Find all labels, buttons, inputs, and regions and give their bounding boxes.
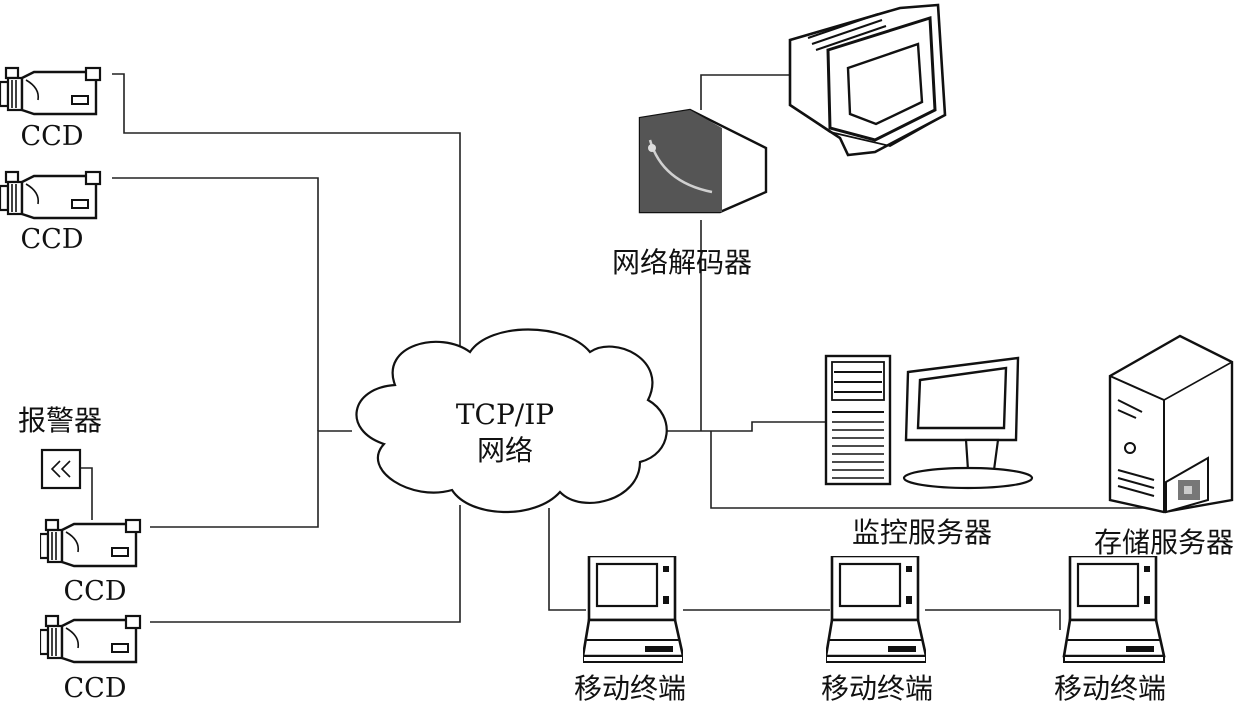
camera-icon — [0, 170, 102, 220]
display-monitor — [788, 3, 947, 157]
camera-icon — [40, 518, 142, 568]
connection-lines — [80, 73, 1166, 630]
link-alarm-ccd3 — [80, 467, 93, 520]
mobile-terminal-2-label: 移动终端 — [821, 672, 933, 704]
mobile-terminal-3: 移动终端 — [1054, 556, 1166, 704]
ccd-camera-1-label: CCD — [21, 121, 84, 152]
ccd-camera-1: CCD — [0, 66, 102, 152]
network-label-line2: 网络 — [477, 434, 533, 467]
link-mobile-network — [548, 508, 586, 611]
mobile-terminal-1: 移动终端 — [574, 556, 686, 704]
ccd-camera-4: CCD — [40, 614, 142, 704]
link-storage — [710, 431, 1166, 509]
link-mobile-2-3 — [925, 609, 1061, 630]
camera-icon — [0, 66, 102, 116]
network-decoder: 网络解码器 — [612, 108, 768, 279]
alarm-icon — [40, 448, 82, 490]
laptop-icon — [583, 556, 683, 664]
ccd-camera-2: CCD — [0, 170, 102, 255]
link-ccd2 — [112, 177, 319, 431]
alarm-device: 报警器 — [18, 404, 102, 490]
lcd-monitor-icon — [902, 356, 1034, 490]
mobile-terminal-2: 移动终端 — [821, 556, 933, 704]
monitoring-server-label: 监控服务器 — [852, 516, 992, 549]
link-backbone — [660, 421, 826, 432]
ccd-camera-3-label: CCD — [64, 576, 127, 607]
laptop-icon — [826, 556, 926, 664]
cloud-shape — [355, 328, 668, 514]
storage-server: 存储服务器 — [1094, 334, 1234, 559]
mobile-terminal-1-label: 移动终端 — [574, 672, 686, 704]
alarm-label: 报警器 — [18, 404, 102, 437]
link-decoder-display — [700, 74, 790, 110]
server-tower-icon — [824, 354, 892, 486]
crt-monitor-icon — [788, 3, 947, 157]
ccd-camera-2-label: CCD — [21, 224, 84, 255]
tcpip-network-cloud: TCP/IP 网络 — [355, 328, 668, 514]
monitoring-server: 监控服务器 — [824, 354, 1034, 549]
decoder-label: 网络解码器 — [612, 246, 752, 279]
laptop-icon — [1062, 556, 1166, 664]
mobile-terminal-3-label: 移动终端 — [1054, 672, 1166, 704]
link-ccd1 — [112, 73, 461, 355]
decoder-icon — [638, 108, 768, 214]
ccd-camera-3: CCD — [40, 518, 142, 607]
ccd-camera-4-label: CCD — [64, 673, 127, 704]
network-label-line1: TCP/IP — [456, 398, 554, 431]
link-ccd4 — [150, 505, 461, 623]
storage-server-icon — [1108, 334, 1234, 514]
camera-icon — [40, 614, 142, 664]
link-ccd3 — [150, 430, 352, 528]
storage-server-label: 存储服务器 — [1094, 526, 1234, 559]
